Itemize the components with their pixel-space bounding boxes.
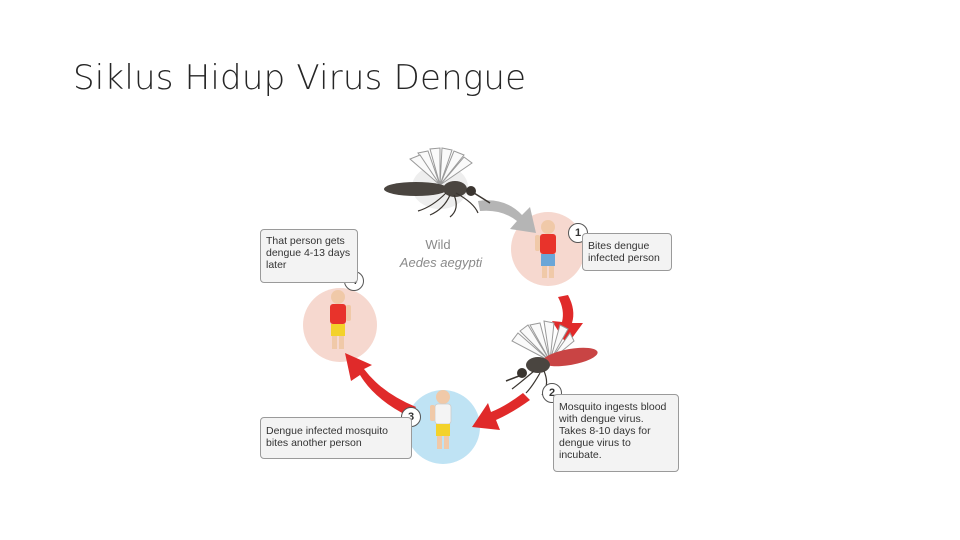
species-label: Aedes aegypti [399,255,483,270]
wild-mosquito [384,147,491,218]
person-1-figure [535,220,556,278]
step-3-label: Dengue infected mosquito bites another p… [260,417,412,459]
gray-arrow [478,200,536,233]
person-3-figure [430,390,452,449]
diagram-graphics [303,147,598,464]
slide-title: Siklus Hidup Virus Dengue [73,58,527,98]
step-4-label: That person gets dengue 4-13 days later [260,229,358,283]
person-4-figure [330,290,351,349]
red-arrow-3-to-4 [345,353,416,417]
step-2-label: Mosquito ingests blood with dengue virus… [553,394,679,472]
wild-label: Wild [425,237,451,252]
dengue-cycle-diagram: Wild Aedes aegypti 1 Bites dengue infect… [250,145,690,485]
red-arrow-2-to-3 [472,393,530,430]
infected-mosquito [505,320,598,396]
step-1-label: Bites dengue infected person [582,233,672,271]
